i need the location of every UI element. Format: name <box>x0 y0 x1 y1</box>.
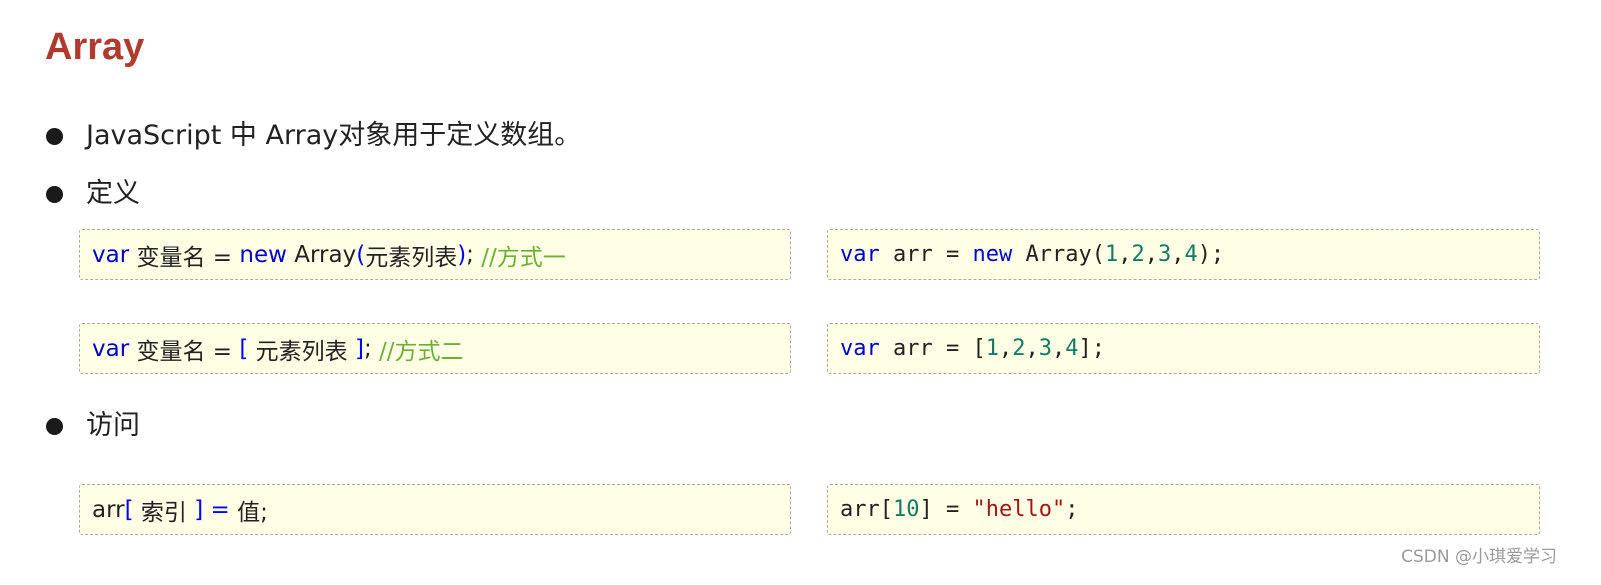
keyword-var: var <box>92 335 130 362</box>
keyword-var: var <box>92 241 130 268</box>
code-comma: , <box>1025 336 1039 361</box>
code-text: arr = [ <box>879 336 986 361</box>
page-title: Array <box>45 26 145 68</box>
code-number: 2 <box>1131 242 1145 267</box>
keyword-var: var <box>840 336 880 361</box>
syntax-right-bracket: ] <box>355 335 364 362</box>
syntax-define-new-array: var 变量名 = new Array(元素列表); //方式一 <box>79 229 791 280</box>
code-number: 3 <box>1157 242 1172 267</box>
code-number: 10 <box>892 497 920 522</box>
code-text: arr = <box>879 242 973 267</box>
syntax-define-literal: var 变量名 = [ 元素列表 ]; //方式二 <box>79 323 791 374</box>
bullet-define: 定义 <box>46 176 140 212</box>
syntax-right-paren: ) <box>457 241 467 268</box>
code-number: 4 <box>1065 336 1079 361</box>
code-comma: , <box>1144 242 1158 267</box>
bullet-intro: JavaScript 中 Array对象用于定义数组。 <box>46 118 581 154</box>
code-text: ]; <box>1078 336 1105 361</box>
syntax-right-bracket: ] <box>194 496 204 523</box>
keyword-new: new <box>972 242 1013 267</box>
example-array-literal: var arr = [1,2,3,4]; <box>827 323 1540 374</box>
code-text: arr[ <box>840 497 893 522</box>
bullet-dot-icon <box>46 417 63 435</box>
code-number: 2 <box>1012 336 1026 361</box>
syntax-element-list: 元素列表 <box>248 338 355 365</box>
bullet-dot-icon <box>46 185 63 203</box>
watermark: CSDN @小琪爱学习 <box>1401 547 1557 567</box>
code-text: ); <box>1197 242 1225 267</box>
code-string: "hello" <box>972 497 1066 522</box>
bullet-define-text: 定义 <box>86 178 140 209</box>
code-number: 1 <box>1104 242 1119 267</box>
syntax-left-bracket: [ <box>239 335 249 362</box>
syntax-variable-name: 变量名 = <box>129 244 240 271</box>
bullet-access: 访问 <box>46 408 140 444</box>
syntax-access: arr[ 索引 ] = 值; <box>79 484 791 535</box>
code-number: 1 <box>985 336 999 361</box>
example-new-array: var arr = new Array(1,2,3,4); <box>827 229 1540 280</box>
bullet-intro-text: JavaScript 中 Array对象用于定义数组。 <box>86 120 582 151</box>
code-number: 4 <box>1184 242 1198 267</box>
syntax-equals: = <box>203 496 238 523</box>
syntax-comment: //方式一 <box>481 244 566 271</box>
code-number: 3 <box>1038 336 1052 361</box>
code-text: Array( <box>1012 242 1105 267</box>
bullet-access-text: 访问 <box>86 410 140 441</box>
syntax-left-paren: ( <box>356 241 366 268</box>
syntax-constructor: Array <box>286 241 357 268</box>
syntax-semicolon: ; <box>466 241 482 268</box>
syntax-semicolon: ; <box>363 335 380 362</box>
code-comma: , <box>1118 242 1132 267</box>
syntax-index: 索引 <box>133 499 195 526</box>
keyword-var: var <box>840 242 880 267</box>
syntax-variable-name: 变量名 = <box>129 338 240 365</box>
code-comma: , <box>998 336 1013 361</box>
code-text: ; <box>1065 497 1079 522</box>
bullet-dot-icon <box>46 127 63 145</box>
code-text: ] = <box>919 497 973 522</box>
keyword-new: new <box>239 241 287 268</box>
syntax-value: 值; <box>237 499 268 526</box>
code-comma: , <box>1171 242 1185 267</box>
syntax-comment: //方式二 <box>379 338 464 365</box>
syntax-array-name: arr <box>92 496 125 523</box>
syntax-left-bracket: [ <box>124 496 134 523</box>
code-comma: , <box>1051 336 1066 361</box>
syntax-element-list: 元素列表 <box>365 244 458 271</box>
example-access: arr[10] = "hello"; <box>827 484 1540 535</box>
